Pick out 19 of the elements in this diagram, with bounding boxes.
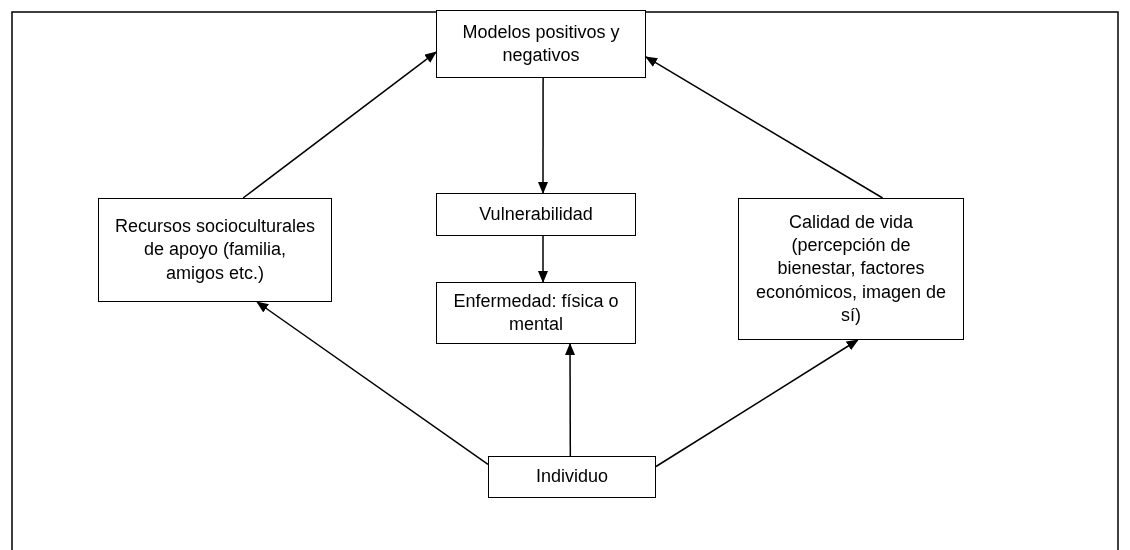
arrow [565, 343, 576, 457]
box-label: Recursos socioculturales de apoyo (familia, amigos etc.) [113, 214, 317, 285]
arrow [655, 339, 859, 468]
box-label: Modelos positivos y negativos [461, 20, 621, 67]
arrow [242, 51, 437, 199]
process-box [436, 193, 636, 236]
process-box [738, 198, 964, 340]
box-label: Individuo [535, 465, 609, 489]
box-label: Enfermedad: física o mental [452, 289, 620, 336]
arrow [538, 235, 548, 283]
arrow [645, 56, 884, 199]
arrow [256, 301, 489, 466]
process-box [436, 10, 646, 78]
process-box [98, 198, 332, 302]
process-box [436, 282, 636, 344]
box-label: Vulnerabilidad [479, 202, 593, 226]
box-label: Calidad de vida (percepción de bienestar, factores económicos, imagen de sí) [754, 210, 948, 328]
arrow [538, 77, 548, 194]
process-box [488, 456, 656, 498]
